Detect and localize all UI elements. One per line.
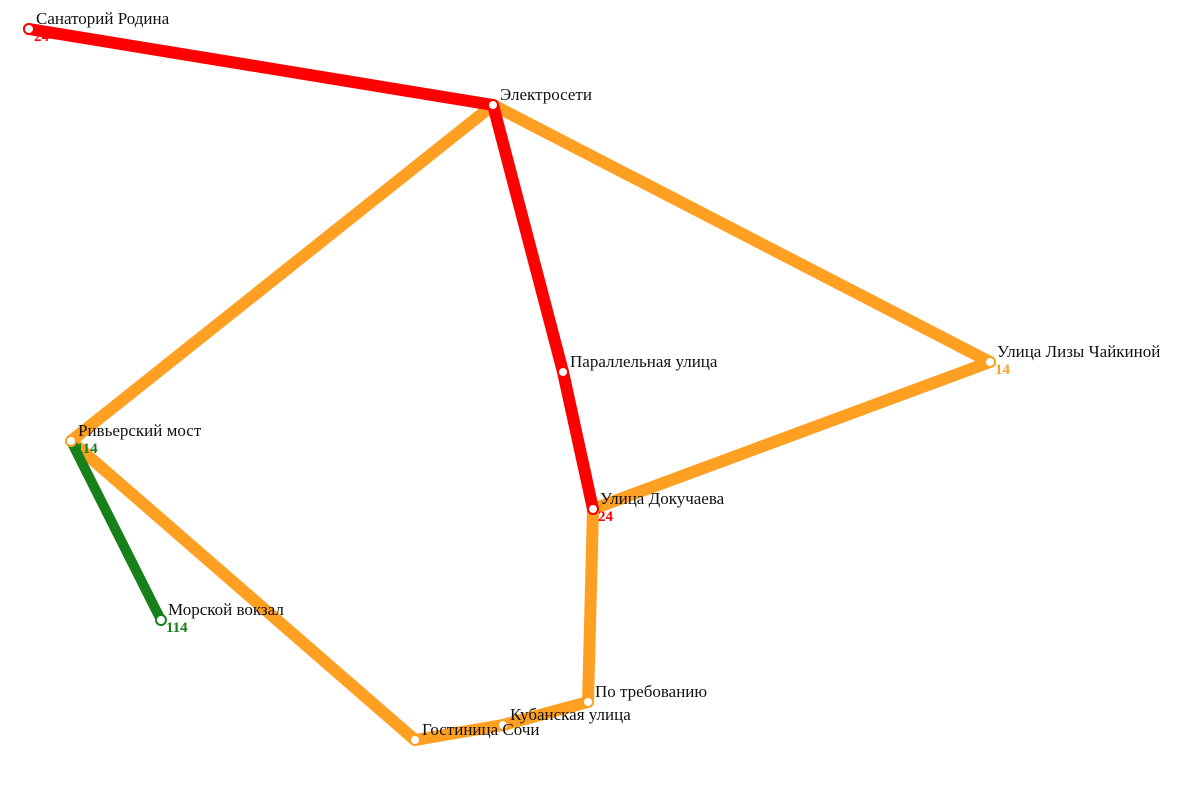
route-114-line bbox=[66, 436, 166, 625]
stop-marker[interactable] bbox=[984, 356, 996, 368]
stop-name-label: Параллельная улица bbox=[570, 352, 718, 371]
stop-marker[interactable] bbox=[487, 99, 499, 111]
route-number-label: 24 bbox=[34, 29, 50, 45]
stop-name-label: Электросети bbox=[500, 85, 592, 104]
stop-markers bbox=[23, 23, 996, 746]
stop-marker[interactable] bbox=[409, 734, 421, 746]
stop-marker[interactable] bbox=[587, 503, 599, 515]
route-lines bbox=[23, 23, 996, 746]
stop-name-label: Санаторий Родина bbox=[36, 9, 170, 28]
route-number-label: 114 bbox=[76, 441, 98, 457]
stop-name-label: Гостиница Сочи bbox=[422, 720, 539, 739]
route-number-label: 24 bbox=[598, 509, 614, 525]
stop-marker[interactable] bbox=[557, 366, 569, 378]
stop-name-label: Улица Лизы Чайкиной bbox=[997, 342, 1160, 361]
stop-name-label: По требованию bbox=[595, 682, 707, 701]
stop-marker[interactable] bbox=[582, 696, 594, 708]
stop-labels: Санаторий Родина24ЭлектросетиПараллельна… bbox=[34, 9, 1160, 739]
stop-marker[interactable] bbox=[155, 614, 167, 626]
route-number-label: 14 bbox=[995, 362, 1011, 378]
route-14-line bbox=[65, 99, 996, 746]
route-number-label: 114 bbox=[166, 620, 188, 636]
stop-name-label: Ривьерский мост bbox=[78, 421, 202, 440]
route-24-line bbox=[23, 23, 599, 515]
stop-marker[interactable] bbox=[65, 435, 77, 447]
stop-name-label: Кубанская улица bbox=[510, 705, 631, 724]
stop-name-label: Улица Докучаева bbox=[600, 489, 725, 508]
stop-marker[interactable] bbox=[23, 23, 35, 35]
stop-marker[interactable] bbox=[497, 719, 509, 731]
stop-name-label: Морской вокзал bbox=[168, 600, 284, 619]
